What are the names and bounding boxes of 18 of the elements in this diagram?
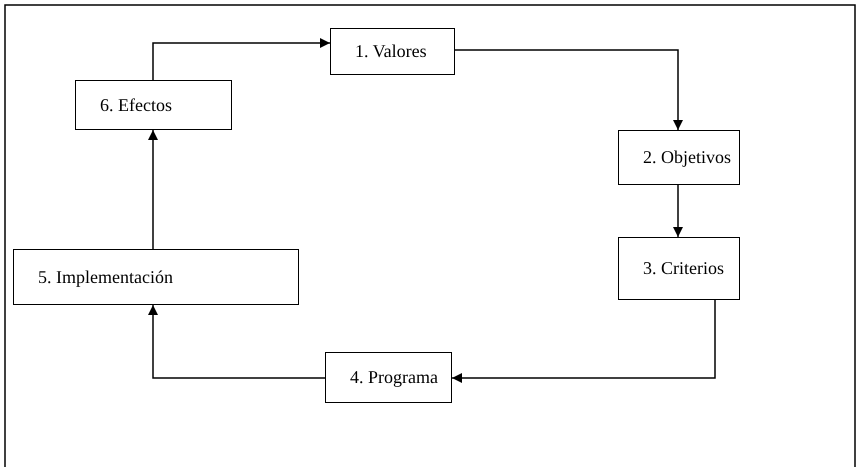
box-label: 1. Valores bbox=[354, 41, 427, 62]
process-box bbox=[13, 249, 299, 305]
box-label: 2. Objetivos bbox=[642, 147, 731, 168]
process-box bbox=[75, 80, 232, 130]
box-label: 4. Programa bbox=[349, 367, 438, 388]
arrow bbox=[452, 300, 716, 383]
arrow bbox=[148, 305, 325, 379]
arrow bbox=[455, 49, 683, 130]
process-box bbox=[618, 237, 740, 300]
process-box bbox=[618, 130, 740, 185]
arrow bbox=[148, 130, 158, 249]
box-label: 6. Efectos bbox=[99, 94, 172, 116]
process-box bbox=[330, 28, 455, 75]
box-label: 3. Criterios bbox=[642, 258, 724, 279]
arrow bbox=[673, 185, 683, 237]
process-box bbox=[325, 352, 452, 403]
box-label: 5. Implementación bbox=[37, 266, 173, 288]
arrow bbox=[152, 38, 330, 80]
